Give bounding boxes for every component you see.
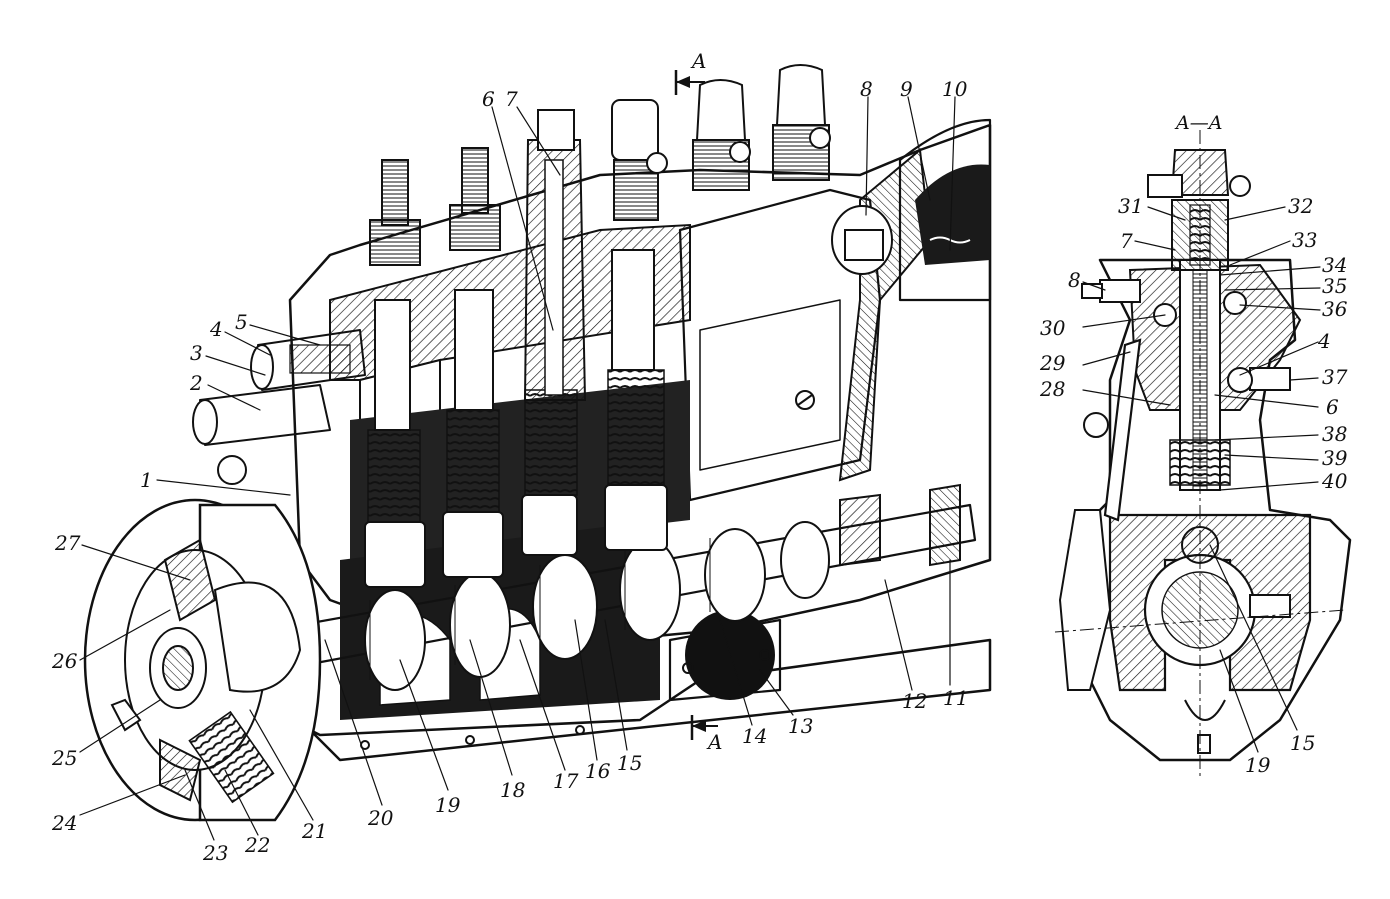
callout-3: 3 xyxy=(190,341,203,365)
side-callout-33: 33 xyxy=(1292,228,1317,252)
callout-5: 5 xyxy=(235,310,248,334)
callouts-side: 4 6 7 8 15 19 28 29 30 31 32 33 34 35 36… xyxy=(1039,194,1348,777)
side-callout-4: 4 xyxy=(1317,329,1331,353)
callout-10: 10 xyxy=(942,77,968,101)
side-callout-15: 15 xyxy=(1290,731,1315,755)
drive-coupling xyxy=(83,498,322,822)
side-callout-7: 7 xyxy=(1120,229,1133,253)
callout-8: 8 xyxy=(860,77,873,101)
bleed-bolt xyxy=(831,205,893,275)
section-marker-bottom: A xyxy=(690,715,722,754)
side-callout-30: 30 xyxy=(1040,316,1066,340)
callout-12: 12 xyxy=(902,689,927,713)
callout-23: 23 xyxy=(202,841,228,865)
side-callout-36: 36 xyxy=(1322,297,1348,321)
callout-4: 4 xyxy=(209,317,223,341)
side-callout-28: 28 xyxy=(1039,377,1065,401)
leader-lines xyxy=(79,96,1321,841)
callout-17: 17 xyxy=(553,769,579,793)
side-callout-40: 40 xyxy=(1321,469,1348,493)
callout-6: 6 xyxy=(482,87,495,111)
callout-18: 18 xyxy=(500,778,525,802)
callout-1: 1 xyxy=(140,468,153,492)
section-mark-top-label: A xyxy=(690,49,706,73)
delivery-valve-holders xyxy=(369,64,831,266)
side-callout-32: 32 xyxy=(1288,194,1313,218)
side-callout-8: 8 xyxy=(1068,268,1081,292)
inspection-cover xyxy=(668,610,782,702)
section-view-title: A—A xyxy=(1174,112,1222,134)
side-callout-6: 6 xyxy=(1326,395,1339,419)
callout-19: 19 xyxy=(435,793,461,817)
section-view-a-a xyxy=(1054,130,1352,780)
callout-9: 9 xyxy=(900,77,913,101)
side-callout-37: 37 xyxy=(1322,365,1348,389)
side-callout-34: 34 xyxy=(1322,253,1347,277)
base-plate xyxy=(308,638,992,762)
callout-27: 27 xyxy=(54,531,81,555)
callout-16: 16 xyxy=(585,759,611,783)
callout-2: 2 xyxy=(189,371,203,395)
callout-21: 21 xyxy=(301,819,327,843)
side-callout-38: 38 xyxy=(1322,422,1347,446)
callout-22: 22 xyxy=(244,833,270,857)
callout-20: 20 xyxy=(367,806,394,830)
callout-25: 25 xyxy=(51,746,77,770)
side-callout-19: 19 xyxy=(1245,753,1271,777)
side-callout-31: 31 xyxy=(1118,194,1143,218)
side-callout-35: 35 xyxy=(1322,274,1347,298)
plunger-sections xyxy=(364,139,668,588)
callout-26: 26 xyxy=(51,649,78,673)
callouts-main: 1 2 3 4 5 6 7 8 9 10 11 12 13 14 15 16 1… xyxy=(51,77,968,865)
callout-13: 13 xyxy=(788,714,813,738)
section-mark-bottom-label: A xyxy=(706,730,722,754)
callout-14: 14 xyxy=(742,724,767,748)
side-callout-39: 39 xyxy=(1322,446,1348,470)
callout-7: 7 xyxy=(505,87,518,111)
callout-24: 24 xyxy=(51,811,77,835)
fuel-inlet-fittings xyxy=(192,329,366,485)
callout-15: 15 xyxy=(617,751,642,775)
callout-11: 11 xyxy=(943,686,968,710)
side-callout-29: 29 xyxy=(1039,351,1066,375)
section-marker-top: A xyxy=(674,49,706,95)
